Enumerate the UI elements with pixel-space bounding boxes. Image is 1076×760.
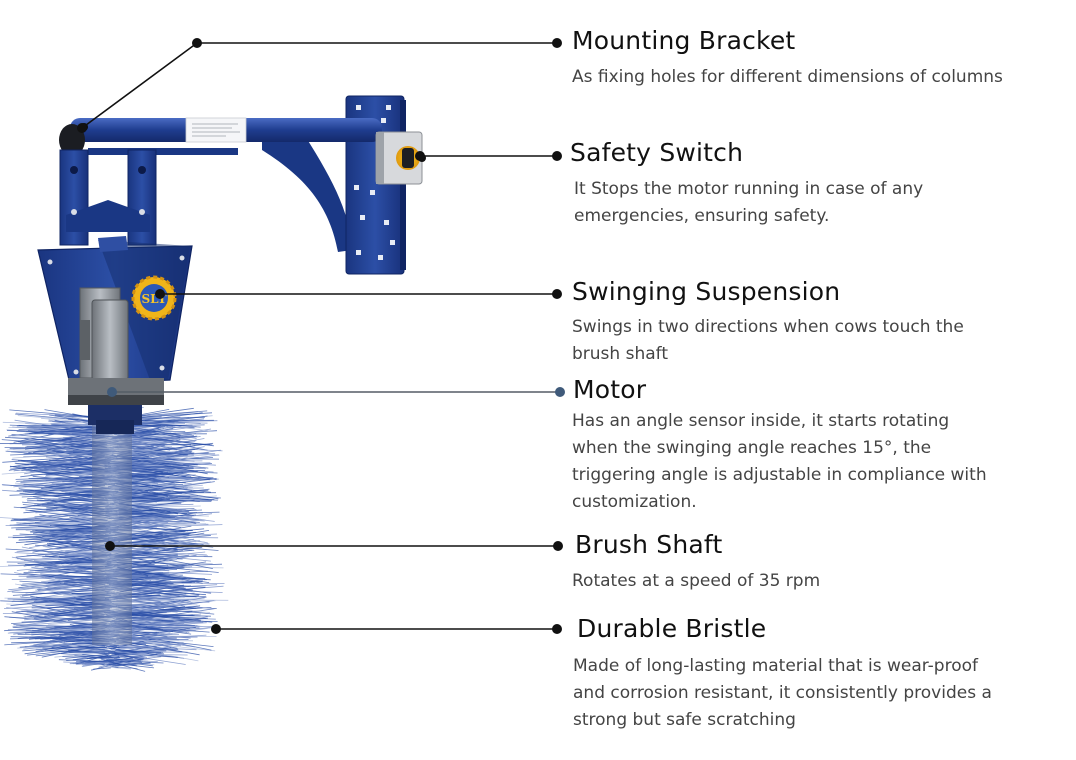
- desc-line: and corrosion resistant, it consistently…: [573, 683, 992, 703]
- leader-dot: [415, 151, 425, 161]
- desc-line: It Stops the motor running in case of an…: [574, 179, 924, 199]
- leader-dot: [211, 624, 221, 634]
- leader-dot: [552, 289, 562, 299]
- swinging-suspension-description: Swings in two directions when cows touch…: [572, 314, 964, 368]
- leader-lines: [77, 38, 565, 634]
- nameplate-sticker: [185, 117, 247, 143]
- leader-dot: [107, 387, 117, 397]
- desc-line: strong but safe scratching: [573, 710, 796, 730]
- leader-dot: [555, 387, 565, 397]
- swinging-suspension-title: Swinging Suspension: [572, 277, 841, 306]
- brush-shaft-description: Rotates at a speed of 35 rpm: [572, 568, 820, 595]
- desc-line: Swings in two directions when cows touch…: [572, 317, 964, 337]
- desc-line: Has an angle sensor inside, it starts ro…: [572, 411, 950, 431]
- durable-bristle-description: Made of long-lasting material that is we…: [573, 653, 992, 734]
- leader-dot: [105, 541, 115, 551]
- leader-dot: [553, 541, 563, 551]
- leader-dot: [552, 624, 562, 634]
- desc-line: Rotates at a speed of 35 rpm: [572, 571, 821, 591]
- leader-dot: [552, 38, 562, 48]
- leader-line: [81, 42, 557, 129]
- brush-core: [92, 420, 132, 645]
- gear-logo-icon: SLT: [131, 275, 177, 321]
- desc-line: As fixing holes for different dimensions…: [572, 67, 1003, 87]
- leader-dot: [192, 38, 202, 48]
- safety-switch-description: It Stops the motor running in case of an…: [574, 176, 923, 230]
- desc-line: brush shaft: [572, 344, 668, 364]
- mounting-bracket-description: As fixing holes for different dimensions…: [572, 64, 1003, 91]
- desc-line: customization.: [572, 492, 697, 512]
- motor-title: Motor: [573, 375, 647, 404]
- desc-line: emergencies, ensuring safety.: [574, 206, 830, 226]
- desc-line: when the swinging angle reaches 15°, the: [572, 438, 932, 458]
- leader-dot: [155, 289, 165, 299]
- desc-line: Made of long-lasting material that is we…: [573, 656, 978, 676]
- desc-line: triggering angle is adjustable in compli…: [572, 465, 987, 485]
- safety-switch-title: Safety Switch: [570, 138, 744, 167]
- brush-shaft-title: Brush Shaft: [575, 530, 723, 559]
- suspension-straps: [59, 149, 157, 246]
- durable-bristle-title: Durable Bristle: [577, 614, 767, 643]
- motor-description: Has an angle sensor inside, it starts ro…: [572, 408, 987, 516]
- mounting-bracket-title: Mounting Bracket: [572, 26, 796, 55]
- leader-dot: [77, 123, 87, 133]
- leader-dot: [552, 151, 562, 161]
- arm-end-cap: [59, 124, 85, 156]
- motor-unit: [68, 287, 164, 434]
